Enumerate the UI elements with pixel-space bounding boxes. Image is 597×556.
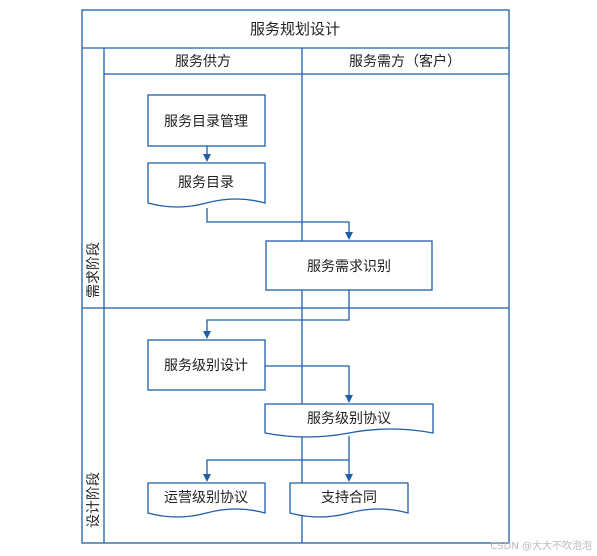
node-requirement-identification [265, 240, 433, 291]
node-catalog-management [147, 94, 266, 147]
diagram-frame [81, 9, 510, 544]
connector-sladesign-sla [265, 365, 353, 403]
node-support-contract [289, 482, 409, 518]
node-catalog-management-label: 服务目录管理 [164, 114, 248, 130]
node-service-level-agreement [264, 403, 434, 438]
node-sla-design-label: 服务级别设计 [164, 358, 248, 374]
diagram-title: 服务规划设计 [250, 20, 340, 38]
node-operating-level-agreement [147, 482, 266, 518]
node-service-catalog-label: 服务目录 [178, 175, 234, 191]
connector-catalog-requirement [206, 208, 353, 240]
lane-header-provider: 服务供方 [175, 54, 231, 70]
node-operating-level-agreement-label: 运营级别协议 [164, 490, 248, 506]
phase-label-design: 设计阶段 [86, 472, 102, 528]
node-service-catalog [147, 162, 266, 208]
node-service-level-agreement-label: 服务级别协议 [307, 411, 391, 427]
connector-sla-ola [203, 459, 349, 482]
node-requirement-identification-label: 服务需求识别 [307, 259, 391, 275]
phase-label-requirements: 需求阶段 [86, 242, 102, 298]
node-support-contract-label: 支持合同 [321, 490, 377, 506]
connector-requirement-sladesign [203, 290, 350, 339]
lane-header-customer: 服务需方（客户） [349, 53, 461, 70]
node-sla-design [147, 339, 266, 391]
watermark: CSDN @大大不吹泡泡 [490, 539, 592, 552]
